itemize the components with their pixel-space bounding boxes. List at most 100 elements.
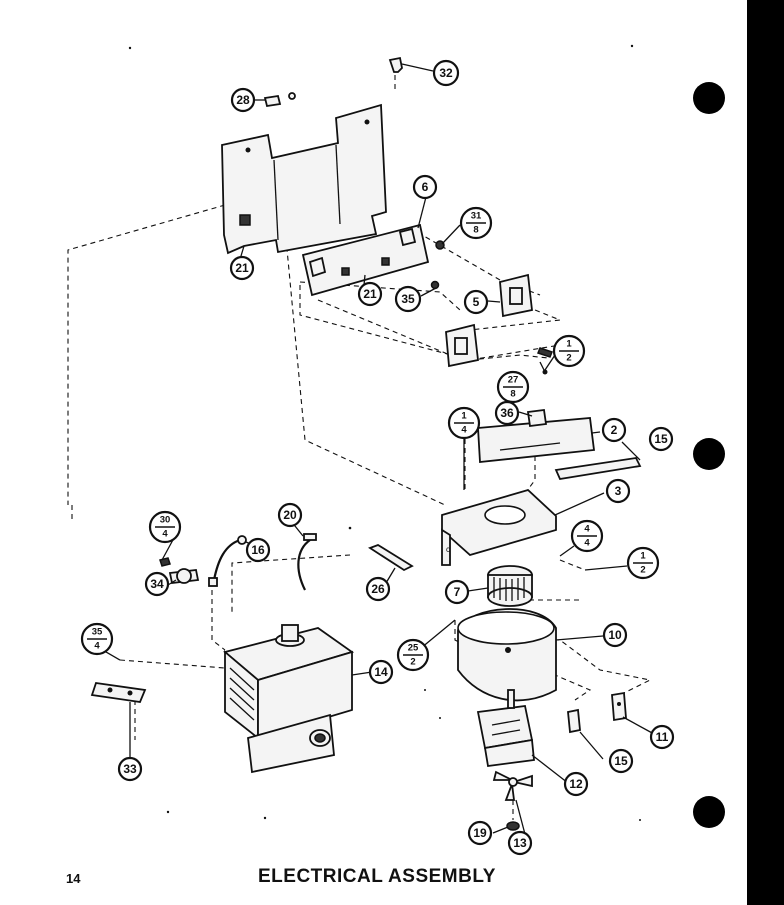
callout-denominator: 2 bbox=[410, 657, 415, 668]
callout-3: 3 bbox=[605, 478, 631, 504]
callout-number: 21 bbox=[363, 287, 377, 301]
fan-base-plate: c bbox=[441, 488, 557, 566]
callout-number: 28 bbox=[236, 93, 250, 107]
fan-duct bbox=[457, 608, 557, 702]
callout-number: 1 bbox=[461, 411, 467, 422]
callout-denominator: 2 bbox=[566, 353, 571, 364]
callout-1-2-lower: 1 2 bbox=[626, 546, 660, 580]
diagram-title: ELECTRICAL ASSEMBLY bbox=[258, 866, 496, 887]
callout-number: 15 bbox=[654, 432, 668, 446]
callout-denominator: 4 bbox=[461, 425, 467, 436]
callout-21-left: 21 bbox=[229, 255, 255, 281]
bracket-plate bbox=[221, 103, 387, 255]
callout-denominator: 2 bbox=[640, 565, 645, 576]
spacer-15 bbox=[567, 708, 581, 734]
callout-35: 35 bbox=[394, 285, 422, 313]
relay-5-lower bbox=[445, 323, 479, 368]
callout-number: 1 bbox=[640, 551, 646, 562]
callout-number: 32 bbox=[439, 66, 453, 80]
callout-2: 2 bbox=[601, 417, 627, 443]
page-number: 14 bbox=[66, 871, 81, 886]
bracket-33 bbox=[90, 682, 147, 703]
callout-number: 35 bbox=[401, 292, 415, 306]
binder-edge-strip bbox=[747, 0, 784, 905]
callout-21-center: 21 bbox=[357, 281, 383, 307]
thermal-cutout bbox=[159, 557, 200, 584]
callout-number: 35 bbox=[92, 627, 103, 638]
callout-4-4: 4 4 bbox=[570, 519, 604, 553]
scan-specks bbox=[128, 44, 641, 821]
callout-31-8: 31 8 bbox=[459, 206, 493, 240]
svg-text:c: c bbox=[446, 545, 450, 554]
callout-12: 12 bbox=[563, 771, 589, 797]
callout-number: 21 bbox=[235, 261, 249, 275]
callout-number: 7 bbox=[454, 585, 461, 599]
strip-upper bbox=[554, 457, 642, 480]
callout-number: 20 bbox=[283, 508, 297, 522]
callout-number: 2 bbox=[611, 423, 618, 437]
callout-26: 26 bbox=[365, 576, 391, 602]
callout-denominator: 4 bbox=[94, 641, 100, 652]
callout-number: 3 bbox=[615, 484, 622, 498]
callout-number: 6 bbox=[422, 180, 429, 194]
callout-number: 1 bbox=[566, 339, 572, 350]
magnetron bbox=[223, 624, 355, 774]
callout-number: 33 bbox=[123, 762, 137, 776]
callout-14: 14 bbox=[368, 659, 394, 685]
fan-motor bbox=[476, 689, 535, 768]
callout-number: 30 bbox=[160, 515, 171, 526]
callout-number: 36 bbox=[500, 406, 514, 420]
fan-blower bbox=[487, 565, 533, 607]
callout-34: 34 bbox=[144, 571, 170, 597]
stay-bracket bbox=[477, 408, 596, 463]
callout-number: 5 bbox=[473, 295, 480, 309]
callout-1-2-upper: 1 2 bbox=[552, 334, 586, 368]
callout-7: 7 bbox=[444, 579, 470, 605]
callout-number: 25 bbox=[408, 643, 419, 654]
callout-number: 31 bbox=[471, 211, 482, 222]
callout-28: 28 bbox=[230, 87, 256, 113]
callout-15-lower: 15 bbox=[608, 748, 634, 774]
punch-hole-bottom bbox=[693, 796, 725, 828]
callout-number: 13 bbox=[513, 836, 527, 850]
callout-10: 10 bbox=[602, 622, 628, 648]
callout-number: 10 bbox=[608, 628, 622, 642]
callout-27-8: 27 8 bbox=[496, 370, 530, 404]
callout-denominator: 4 bbox=[162, 529, 168, 540]
punch-hole-top bbox=[693, 82, 725, 114]
bracket-11 bbox=[611, 691, 627, 722]
callout-13: 13 bbox=[507, 830, 533, 856]
fan-propeller bbox=[492, 770, 533, 801]
callout-11: 11 bbox=[649, 724, 675, 750]
callout-number: 11 bbox=[656, 730, 669, 744]
callout-number: 4 bbox=[584, 524, 590, 535]
wire-20 bbox=[297, 533, 317, 591]
relay-5-upper bbox=[499, 273, 533, 318]
callout-20: 20 bbox=[277, 502, 303, 528]
callout-bubbles: 1 4 1 2 1 2 2 3 4 4 bbox=[80, 59, 675, 856]
callout-5: 5 bbox=[463, 289, 489, 315]
wire-16 bbox=[208, 535, 247, 587]
callout-number: 15 bbox=[614, 754, 628, 768]
callout-16: 16 bbox=[245, 537, 271, 563]
callout-denominator: 4 bbox=[584, 538, 590, 549]
callout-30-4: 30 4 bbox=[148, 510, 182, 544]
callout-denominator: 8 bbox=[473, 225, 478, 236]
callout-15-upper: 15 bbox=[648, 426, 674, 452]
callout-36: 36 bbox=[494, 400, 520, 426]
relay-mounting-plate bbox=[301, 223, 430, 297]
callout-6: 6 bbox=[412, 174, 438, 200]
strip-26 bbox=[368, 544, 414, 572]
callout-denominator: 8 bbox=[510, 389, 515, 400]
callout-1-4: 1 4 bbox=[447, 406, 481, 440]
callout-32: 32 bbox=[432, 59, 460, 87]
callout-35-4: 35 4 bbox=[80, 622, 114, 656]
callout-number: 19 bbox=[473, 826, 487, 840]
callout-number: 34 bbox=[150, 577, 164, 591]
callout-number: 14 bbox=[374, 665, 388, 679]
callout-number: 12 bbox=[569, 777, 583, 791]
callout-25-2: 25 2 bbox=[396, 638, 430, 672]
punch-hole-middle bbox=[693, 438, 725, 470]
callout-number: 26 bbox=[371, 582, 385, 596]
